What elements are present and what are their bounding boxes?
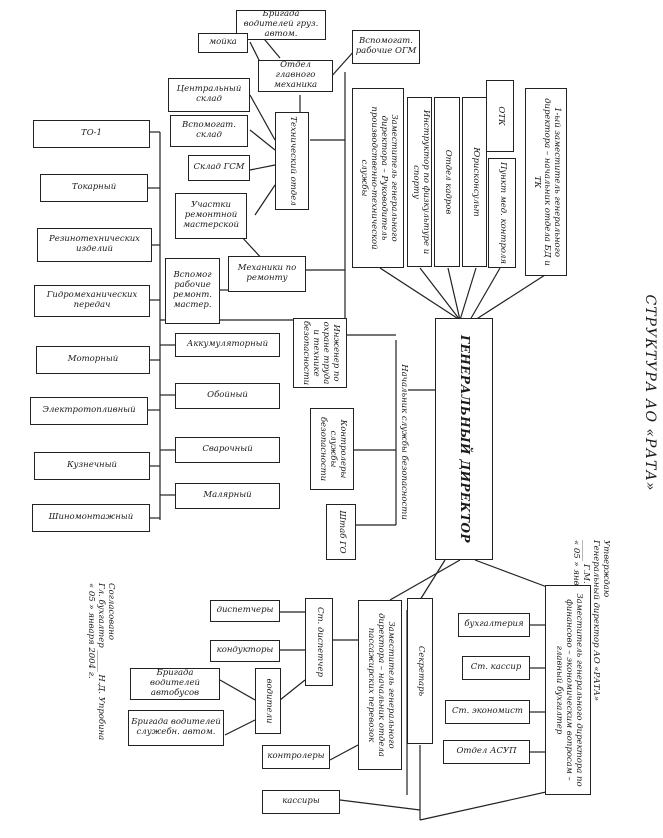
technical-dept-label: Технический отдел (287, 116, 298, 206)
workshop-motor-box: Моторный (36, 346, 150, 374)
brigade-truck-drivers-box: Бригада водителей груз. автом. (236, 9, 326, 40)
first-deputy-label: 1-ый заместитель генерального директора … (532, 98, 562, 266)
sport-instructor-label: Инструктор по физкультуре и спорту (410, 109, 431, 255)
security-controllers-label: Контролеры службы безопасности (318, 416, 348, 482)
approval-line-2: Генеральный директор АО «РАТА» (590, 540, 601, 702)
workshop-forge-box: Кузнечный (34, 452, 150, 480)
agreed-block: Согласовано Гл. бухгалтер _____ Н.Д. Упр… (72, 583, 128, 773)
repair-mechanics-box: Механики по ремонту (228, 256, 306, 292)
agreed-line-1: Согласовано (105, 583, 116, 641)
washing-box: мойка (198, 33, 248, 53)
senior-dispatcher-label: Ст. диспетчер (314, 607, 325, 677)
agreed-line-3: « 05 » января 2004 г. (86, 583, 97, 679)
workshop-hydro-box: Гидромеханических передач (34, 285, 150, 317)
medical-point-label: Пункт мед. контроля (497, 161, 508, 265)
legal-advisor-box: Юрисконсульт (462, 97, 487, 267)
workshop-electro-box: Электротопливный (30, 397, 148, 425)
workshop-welding-box: Сварочный (175, 437, 280, 463)
senior-cashier-box: Ст. кассир (462, 656, 530, 680)
service-drivers-brigade-box: Бригада водителей служебн. автом. (128, 710, 224, 746)
workshop-turning-box: Токарный (40, 174, 148, 202)
hr-dept-label: Отдел кадров (442, 149, 453, 215)
drivers-box: водители (255, 668, 281, 734)
drivers-label: водители (263, 678, 274, 724)
workshop-upholstery-box: Обойный (175, 383, 280, 409)
senior-dispatcher-box: Ст. диспетчер (305, 598, 333, 686)
civil-defense-label: Штаб ГО (336, 510, 347, 554)
security-controllers-box: Контролеры службы безопасности (310, 408, 354, 490)
deputy-finance-box: Заместитель генерального директора по фи… (545, 585, 591, 795)
repair-shop-sections-box: Участки ремонтной мастерской (175, 193, 247, 239)
aux-warehouse-box: Вспомогат. склад (170, 115, 248, 147)
workshop-tire-box: Шиномонтажный (32, 504, 150, 532)
asup-dept-box: Отдел АСУП (443, 740, 530, 764)
central-warehouse-box: Центральный склад (168, 78, 250, 112)
deputy-passenger-label: Заместитель генерального директора – нач… (366, 613, 396, 757)
technical-dept-box: Технический отдел (275, 112, 309, 210)
director-box: ГЕНЕРАЛЬНЫЙ ДИРЕКТОР (435, 318, 493, 560)
agreed-line-2: Гл. бухгалтер _____ Н.Д. Упробина (95, 583, 106, 741)
sport-instructor-box: Инструктор по физкультуре и спорту (407, 97, 432, 267)
deputy-passenger-box: Заместитель генерального директора – нач… (358, 600, 402, 770)
director-label: ГЕНЕРАЛЬНЫЙ ДИРЕКТОР (457, 335, 472, 543)
civil-defense-box: Штаб ГО (326, 504, 356, 560)
ogm-aux-workers-box: Вспомогат. рабочие ОГМ (352, 30, 420, 64)
fuel-warehouse-box: Склад ГСМ (188, 155, 250, 181)
first-deputy-box: 1-ый заместитель генерального директора … (525, 88, 567, 276)
inspectors-box: контролеры (262, 745, 330, 769)
deputy-finance-label: Заместитель генерального директора по фи… (554, 593, 584, 787)
bus-drivers-brigade-box: Бригада водителей автобусов (130, 668, 220, 700)
approval-line-1: Утверждаю (600, 540, 611, 598)
medical-point-box: Пункт мед. контроля (488, 158, 516, 268)
security-head-label: Начальник службы безопасности (398, 364, 409, 520)
deputy-tech-box: Заместитель генерального директора – Рук… (352, 88, 404, 268)
conductors-box: кондукторы (210, 640, 280, 662)
workshop-battery-box: Аккумуляторный (175, 333, 280, 357)
legal-advisor-label: Юрисконсульт (470, 147, 481, 217)
qc-dept-box: ОТК (486, 80, 514, 152)
safety-engineer-label: Инженер по охране труда и технике безопа… (301, 320, 341, 386)
repair-aux-workers-box: Вспомог рабочие ремонт. мастер. (165, 258, 220, 324)
secretary-label: Секретарь (415, 645, 426, 697)
dispatchers-box: диспетчеры (210, 600, 280, 622)
accounting-box: бухгалтерия (458, 613, 530, 637)
senior-economist-box: Ст. экономист (445, 700, 530, 724)
hr-dept-box: Отдел кадров (434, 97, 460, 267)
workshop-painting-box: Малярный (175, 483, 280, 509)
qc-dept-label: ОТК (495, 106, 506, 126)
deputy-tech-label: Заместитель генерального директора – Рук… (359, 106, 399, 250)
cashiers-box: кассиры (262, 790, 340, 814)
workshop-to1-box: ТО-1 (33, 120, 150, 148)
chart-title: СТРУКТУРА АО «РАТА» (642, 294, 659, 492)
secretary-box: Секретарь (407, 598, 433, 744)
chief-mechanic-dept-box: Отдел главного механика (258, 60, 333, 92)
safety-engineer-box: Инженер по охране труда и технике безопа… (293, 318, 347, 388)
workshop-rubber-box: Резинотехнических изделий (37, 228, 152, 262)
